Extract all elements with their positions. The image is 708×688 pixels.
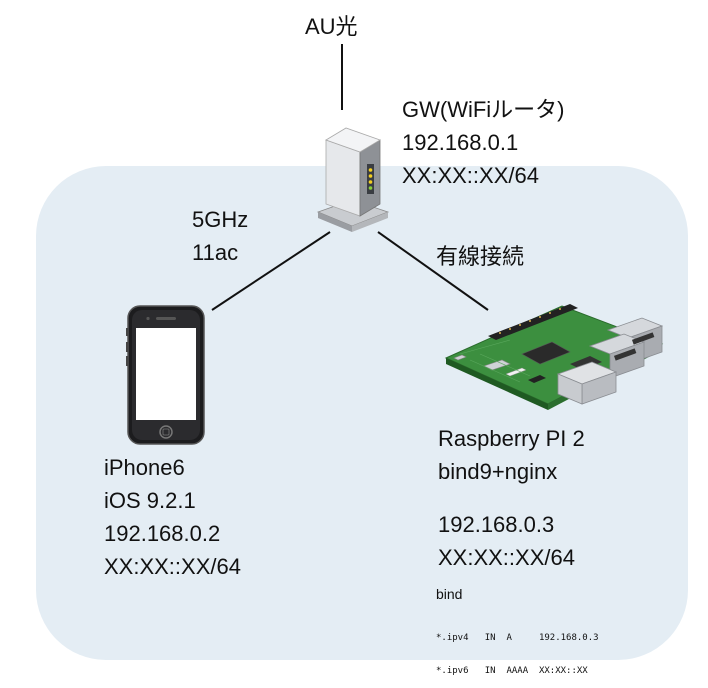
wired-link-label: 有線接続: [436, 244, 525, 269]
router-icon: [316, 127, 390, 232]
raspberry-info: Raspberry PI 2 bind9+nginx: [438, 422, 585, 488]
internet-label: AU光: [305, 14, 358, 39]
gateway-ipv6: XX:XX::XX/64: [402, 163, 539, 188]
wifi-link-label: 5GHz 11ac: [192, 203, 248, 269]
iphone-ipv4: 192.168.0.2: [104, 521, 221, 546]
gateway-name: GW(WiFiルータ): [402, 97, 565, 122]
raspberry-pi-board-icon: [444, 304, 664, 410]
gateway-info: GW(WiFiルータ) 192.168.0.1 XX:XX::XX/64: [402, 93, 565, 192]
wifi-standard: 11ac: [192, 240, 239, 265]
wifi-link-line: [211, 231, 331, 311]
iphone-os: iOS 9.2.1: [104, 488, 196, 513]
iphone-ipv6: XX:XX::XX/64: [104, 554, 241, 579]
gateway-ipv4: 192.168.0.1: [402, 130, 519, 155]
raspberry-software: bind9+nginx: [438, 459, 558, 484]
connection-lines: [211, 44, 489, 311]
dns-record-ipv4: *.ipv4 IN A 192.168.0.3: [436, 633, 599, 643]
raspberry-ipv6: XX:XX::XX/64: [438, 545, 575, 570]
wired-link-line: [377, 231, 489, 311]
raspberry-name: Raspberry PI 2: [438, 426, 585, 451]
dns-record-ipv6: *.ipv6 IN AAAA XX:XX::XX: [436, 666, 588, 676]
raspberry-address-info: 192.168.0.3 XX:XX::XX/64: [438, 508, 575, 574]
bind-title: bind: [436, 586, 463, 602]
iphone-name: iPhone6: [104, 455, 185, 480]
bind-records: *.ipv4 IN A 192.168.0.3 *.ipv6 IN AAAA X…: [436, 611, 599, 688]
iphone-info: iPhone6 iOS 9.2.1 192.168.0.2 XX:XX::XX/…: [104, 451, 241, 583]
smartphone-icon: [126, 305, 205, 445]
wifi-band: 5GHz: [192, 207, 249, 232]
raspberry-ipv4: 192.168.0.3: [438, 512, 555, 537]
